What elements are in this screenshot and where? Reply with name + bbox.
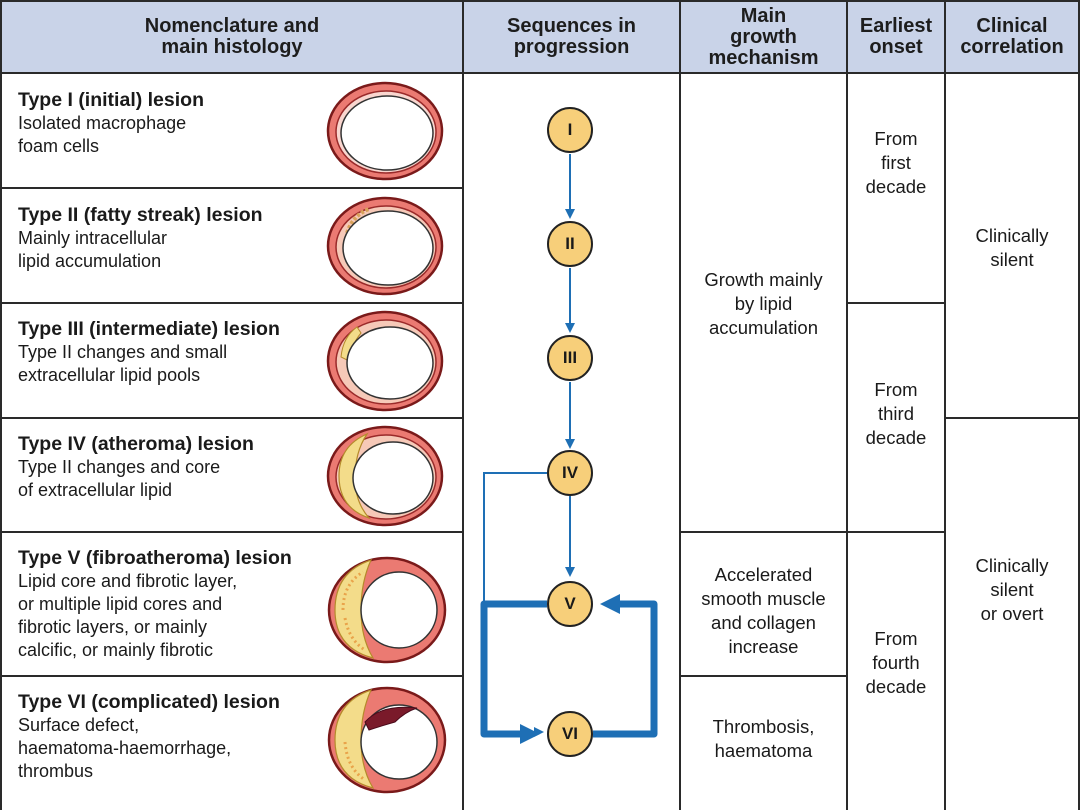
lesion-desc-line: extracellular lipid pools bbox=[18, 365, 201, 385]
mechanism-smooth-muscle: Accelerated smooth muscle and collagen i… bbox=[701, 564, 826, 657]
progression-node-vi: VI bbox=[547, 711, 593, 757]
onset-first-decade: From first decade bbox=[865, 128, 927, 197]
progression-node-i: I bbox=[547, 107, 593, 153]
row-divider-1 bbox=[0, 187, 463, 189]
lesion-type-2: Type II (fatty streak) lesion Mainly int… bbox=[18, 203, 338, 273]
lesion-desc-line: or multiple lipid cores and bbox=[18, 594, 223, 614]
mechanism-lipid: Growth mainly by lipid accumulation bbox=[704, 269, 823, 338]
table-left-border bbox=[0, 0, 2, 810]
lesion-desc-line: Surface defect, bbox=[18, 715, 140, 735]
lesion-title: Type II (fatty streak) lesion bbox=[18, 204, 263, 226]
lesion-desc-line: Mainly intracellular bbox=[18, 228, 168, 248]
row-divider-4 bbox=[0, 531, 463, 533]
lesion-desc-line: fibrotic layers, or mainly bbox=[18, 617, 208, 637]
progression-diagram bbox=[480, 154, 658, 744]
lesion-title: Type IV (atheroma) lesion bbox=[18, 433, 254, 455]
lesion-desc-line: Lipid core and fibrotic layer, bbox=[18, 571, 238, 591]
lesion-desc-line: lipid accumulation bbox=[18, 251, 162, 271]
row-divider-3 bbox=[0, 417, 463, 419]
progression-node-iii: III bbox=[547, 335, 593, 381]
vessel-type-3-illustration bbox=[326, 310, 444, 412]
lesion-desc-line: Type II changes and core bbox=[18, 457, 221, 477]
header-bottom-border bbox=[0, 72, 1080, 74]
onset-divider-1 bbox=[847, 302, 945, 304]
vessel-type-2-illustration bbox=[326, 196, 444, 296]
lesion-type-6: Type VI (complicated) lesion Surface def… bbox=[18, 690, 338, 783]
vessel-type-6-illustration bbox=[327, 686, 447, 794]
clinical-divider bbox=[945, 417, 1079, 419]
lesion-desc-line: of extracellular lipid bbox=[18, 480, 173, 500]
row-divider-5 bbox=[0, 675, 463, 677]
row-divider-2 bbox=[0, 302, 463, 304]
lesion-title: Type I (initial) lesion bbox=[18, 89, 204, 111]
table-right-border bbox=[1078, 0, 1080, 810]
clinical-silent-or-overt: Clinically silent or overt bbox=[975, 555, 1049, 624]
clinical-silent: Clinically silent bbox=[975, 225, 1049, 270]
vessel-type-5-illustration bbox=[327, 556, 447, 664]
lesion-title: Type VI (complicated) lesion bbox=[18, 691, 280, 713]
lesion-desc-line: Type II changes and small bbox=[18, 342, 228, 362]
mechanism-thrombosis: Thrombosis, haematoma bbox=[712, 716, 815, 761]
table-header bbox=[0, 0, 1080, 72]
table-top-border bbox=[0, 0, 1080, 2]
lesion-title: Type III (intermediate) lesion bbox=[18, 318, 280, 340]
lesion-type-4: Type IV (atheroma) lesion Type II change… bbox=[18, 432, 338, 502]
lesion-type-5: Type V (fibroatheroma) lesion Lipid core… bbox=[18, 546, 348, 662]
vessel-type-1-illustration bbox=[326, 81, 444, 181]
lesion-desc-line: Isolated macrophage bbox=[18, 113, 187, 133]
lesion-type-1: Type I (initial) lesion Isolated macroph… bbox=[18, 88, 338, 158]
onset-fourth-decade: From fourth decade bbox=[865, 628, 927, 697]
lesion-title: Type V (fibroatheroma) lesion bbox=[18, 547, 292, 569]
progression-node-v: V bbox=[547, 581, 593, 627]
mechanism-divider-2 bbox=[680, 675, 847, 677]
lesion-type-3: Type III (intermediate) lesion Type II c… bbox=[18, 317, 348, 387]
arrow-vi-to-v bbox=[593, 594, 658, 738]
col-divider-3 bbox=[846, 0, 848, 810]
lesion-desc-line: foam cells bbox=[18, 136, 100, 156]
progression-node-iv: IV bbox=[547, 450, 593, 496]
progression-node-ii: II bbox=[547, 221, 593, 267]
col-divider-4 bbox=[944, 0, 946, 810]
lesion-desc-line: thrombus bbox=[18, 761, 94, 781]
col-divider-1 bbox=[462, 0, 464, 810]
lesion-desc-line: haematoma-haemorrhage, bbox=[18, 738, 232, 758]
onset-third-decade: From third decade bbox=[865, 379, 927, 448]
onset-divider-2 bbox=[847, 531, 945, 533]
arrow-v-to-vi bbox=[480, 600, 547, 744]
mechanism-divider-1 bbox=[680, 531, 847, 533]
vessel-type-4-illustration bbox=[326, 425, 444, 527]
lesion-desc-line: calcific, or mainly fibrotic bbox=[18, 640, 214, 660]
col-divider-2 bbox=[679, 0, 681, 810]
